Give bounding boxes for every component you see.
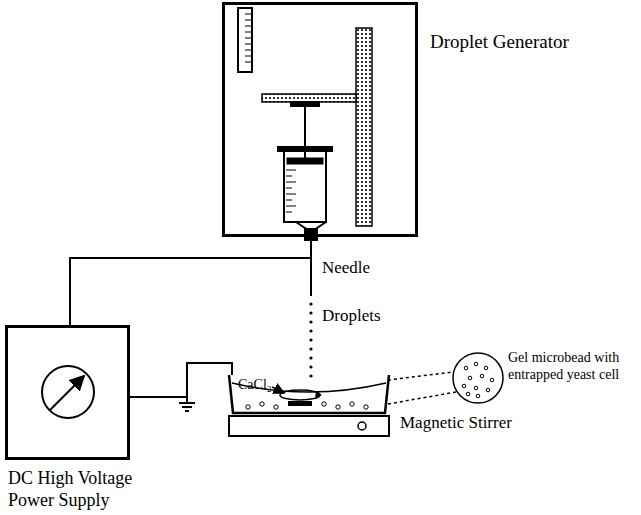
magnetic-stirrer: Magnetic Stirrer: [228, 415, 390, 437]
power-supply-box: DC High Voltage Power Supply: [5, 325, 130, 460]
bead-dot: [336, 405, 340, 409]
droplet-generator-box: Droplet Generator: [222, 2, 418, 237]
stirrer-knob: [358, 422, 366, 430]
yeast-cell: [468, 376, 472, 380]
yeast-cell: [474, 362, 478, 366]
droplets-stream: [309, 302, 312, 377]
yeast-cell: [466, 392, 470, 396]
yeast-cell: [462, 384, 466, 388]
dish-wall: [229, 375, 389, 413]
node-label: Gel microbead with entrapped yeast cell: [508, 350, 634, 384]
voltage-dial: [42, 366, 94, 418]
gel-microbead: Gel microbead with entrapped yeast cell: [452, 352, 504, 404]
node-label: CaCl₂: [238, 377, 272, 394]
yeast-cell: [480, 374, 484, 378]
wire: [130, 363, 232, 397]
bead-dot: [260, 402, 264, 406]
pusher-arm: [262, 94, 356, 102]
part-label: Needle: [322, 258, 370, 278]
stir-motion: [280, 390, 320, 400]
bead-outline: [453, 353, 503, 403]
stir-bar: [288, 401, 312, 406]
node-label: DC High Voltage Power Supply: [8, 468, 158, 511]
yeast-cell: [464, 366, 468, 370]
node-label: Droplet Generator: [430, 31, 569, 54]
yeast-cell: [486, 388, 490, 392]
bead-outline: [452, 352, 504, 404]
calcium-chloride-dish: CaCl₂: [228, 375, 390, 415]
zoom-lines: [388, 372, 456, 404]
bead-dot: [364, 405, 368, 409]
yeast-cell: [490, 378, 494, 382]
ground-symbol: [179, 397, 195, 411]
wire: [70, 237, 311, 325]
scale-ruler: [238, 8, 252, 72]
part-label: Droplets: [322, 306, 381, 326]
stir-arrowhead: [315, 392, 322, 398]
bead-dot: [322, 402, 326, 406]
yeast-cell: [474, 386, 478, 390]
bead-dot: [246, 405, 250, 409]
stirrer-outline: [230, 417, 392, 439]
bead-dot: [350, 402, 354, 406]
yeast-cell: [484, 366, 488, 370]
node-label: Magnetic Stirrer: [400, 413, 512, 433]
pump-rack: [356, 28, 372, 226]
yeast-cell: [476, 394, 480, 398]
bead-dot: [274, 405, 278, 409]
